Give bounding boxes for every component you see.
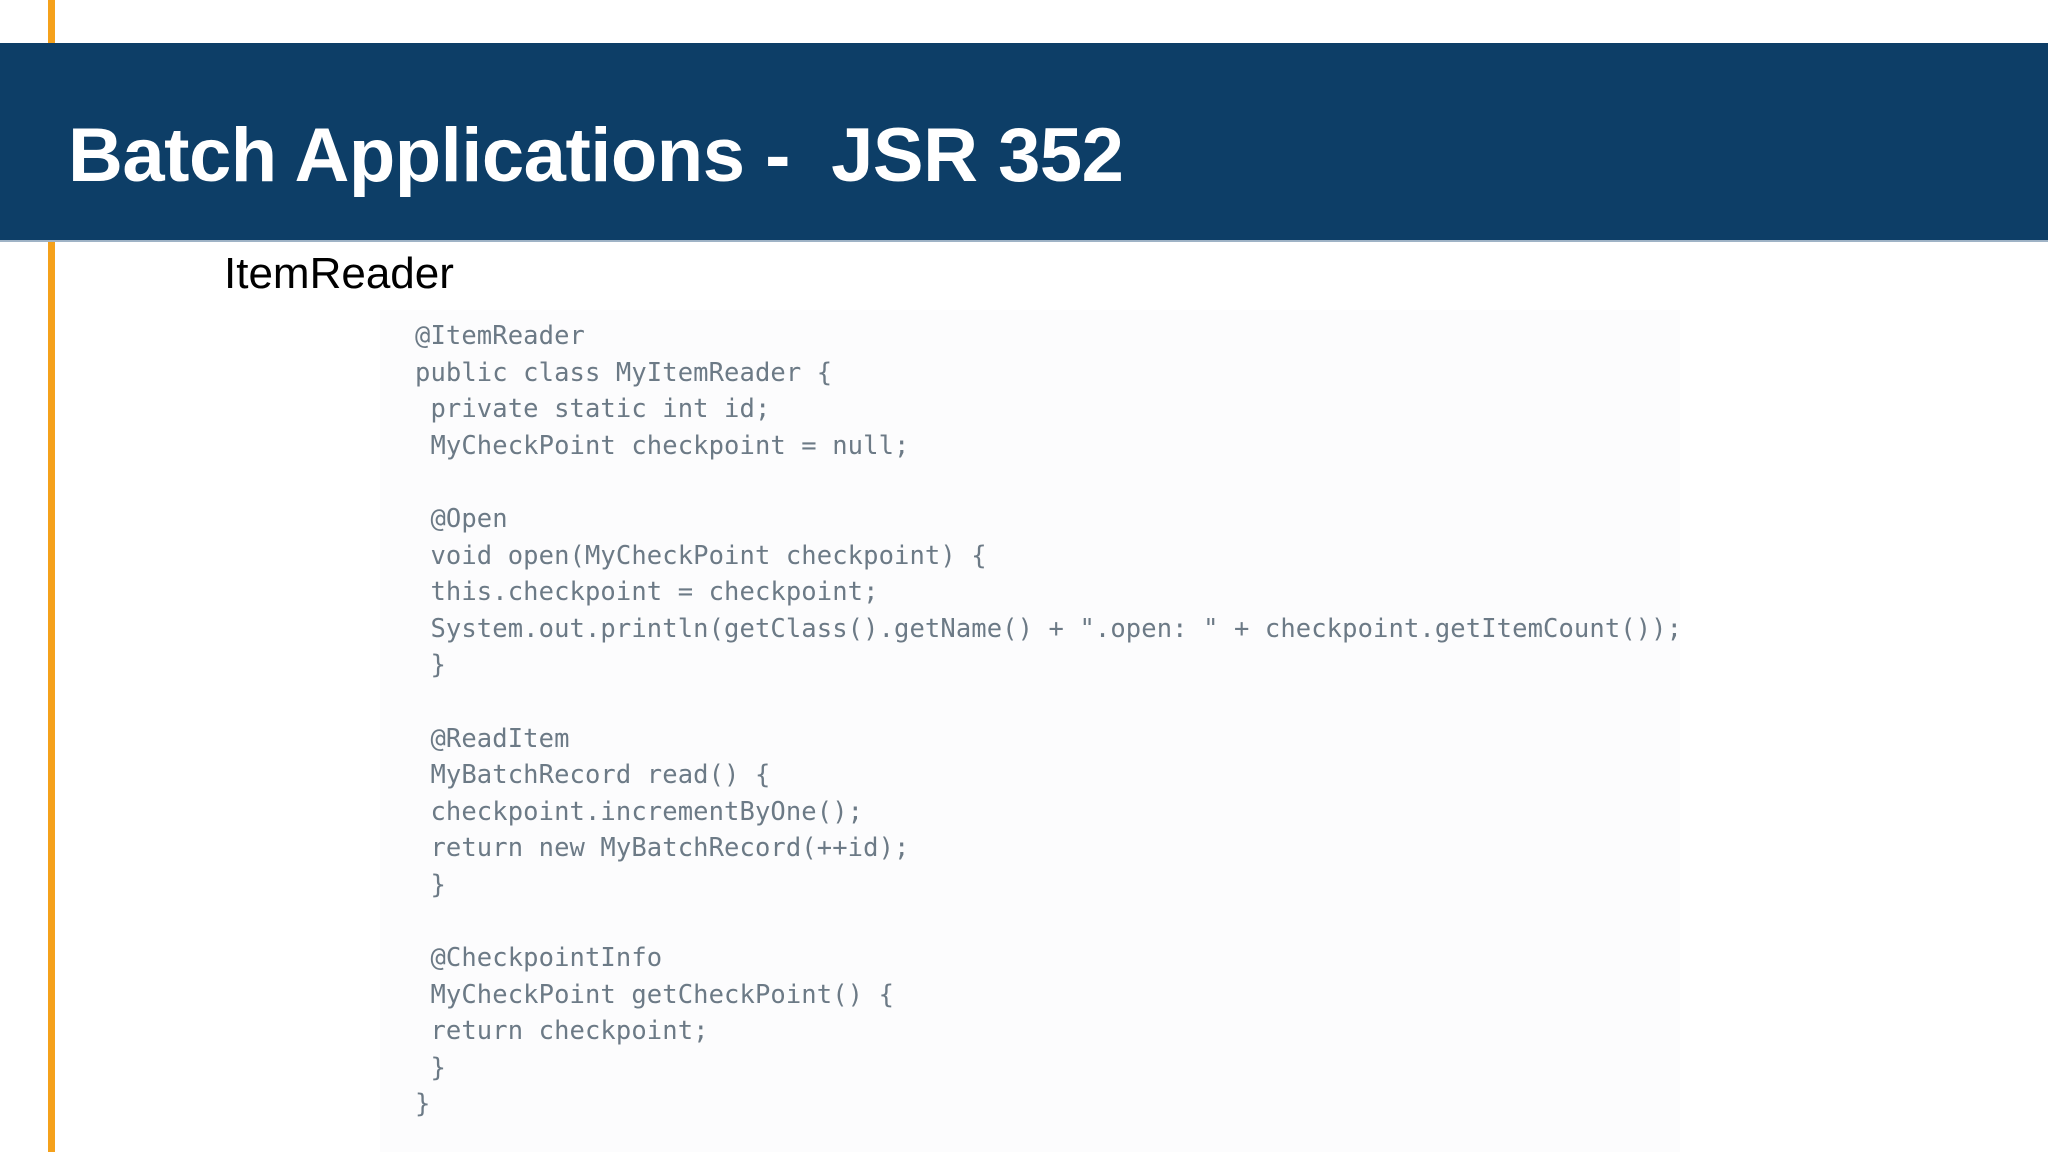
code-line — [415, 904, 1682, 941]
code-line: } — [415, 1052, 446, 1083]
code-line: System.out.println(getClass().getName() … — [415, 613, 1683, 644]
code-line: this.checkpoint = checkpoint; — [415, 577, 879, 608]
code-line: MyCheckPoint getCheckPoint() { — [415, 979, 895, 1010]
code-line: void open(MyCheckPoint checkpoint) { — [415, 540, 987, 571]
code-listing: @ItemReader public class MyItemReader { p… — [415, 318, 1682, 1123]
orange-accent-rule — [48, 0, 55, 1152]
code-line: MyCheckPoint checkpoint = null; — [415, 430, 910, 461]
code-line: @ReadItem — [415, 723, 570, 754]
code-line: @CheckpointInfo — [415, 943, 663, 974]
code-line: private static int id; — [415, 394, 771, 425]
code-line: @Open — [415, 503, 508, 534]
code-line: } — [415, 869, 446, 900]
section-subtitle: ItemReader — [224, 249, 454, 298]
page-title: Batch Applications - JSR 352 — [68, 113, 1124, 198]
code-line — [415, 684, 1682, 721]
title-banner-bottom-edge — [0, 240, 2048, 242]
code-line: } — [415, 650, 446, 681]
code-line: return checkpoint; — [415, 1016, 709, 1047]
code-line: MyBatchRecord read() { — [415, 760, 771, 791]
code-line: } — [415, 1089, 431, 1120]
title-banner: Batch Applications - JSR 352 — [0, 43, 2048, 241]
code-line: return new MyBatchRecord(++id); — [415, 833, 910, 864]
code-line: public class MyItemReader { — [415, 357, 833, 388]
code-line — [415, 464, 1682, 501]
code-snippet-panel: @ItemReader public class MyItemReader { p… — [380, 310, 1682, 1152]
code-line: @ItemReader — [415, 321, 585, 351]
code-line: checkpoint.incrementByOne(); — [415, 796, 864, 827]
